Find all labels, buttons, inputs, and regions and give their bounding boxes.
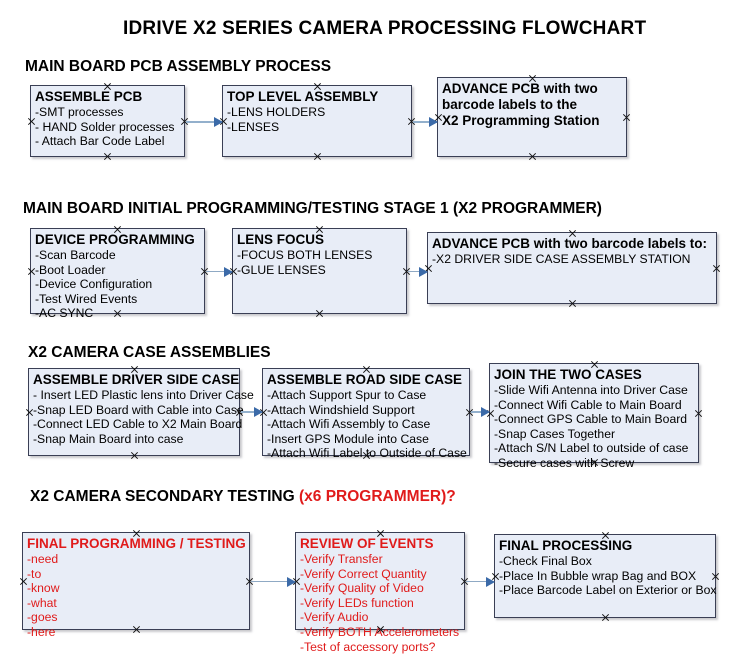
box-line: -SMT processes <box>35 105 124 119</box>
box-line: -know <box>27 581 60 596</box>
resize-handle-bottom[interactable] <box>130 451 139 460</box>
box-line: -Scan Barcode <box>35 248 116 262</box>
process-box-advance-pcb-to-driver-side-case-station[interactable]: ADVANCE PCB with two barcode labels to: … <box>427 232 717 304</box>
resize-handle-bottom[interactable] <box>601 613 610 622</box>
section-heading-main-board-initial-programming: MAIN BOARD INITIAL PROGRAMMING/TESTING S… <box>23 200 602 217</box>
section-heading-x2-camera-case-assemblies: X2 CAMERA CASE ASSEMBLIES <box>28 344 271 361</box>
box-title: TOP LEVEL ASSEMBLY <box>227 89 379 104</box>
resize-handle-bottom[interactable] <box>313 152 322 161</box>
box-line: -Secure cases with Screw <box>494 455 635 470</box>
process-box-assemble-driver-side-case[interactable]: ASSEMBLE DRIVER SIDE CASE - Insert LED P… <box>28 368 254 456</box>
connector-assemble-pcb-to-top-level <box>186 117 223 127</box>
box-line: -Device Configuration <box>35 277 153 292</box>
connector-lens-focus-to-advance-pcb-2 <box>408 267 428 277</box>
box-line: -Verify Quality of Video <box>300 581 424 596</box>
box-title: FINAL PROGRAMMING / TESTING <box>27 536 246 551</box>
box-title: ADVANCE PCB with two <box>442 81 598 96</box>
box-line: -Place In Bubble wrap Bag and BOX <box>499 568 697 583</box>
box-line: -Attach Wifi Label to Outside of Case <box>267 446 467 461</box>
box-line: -here <box>27 624 56 639</box>
box-line: - Attach Bar Code Label <box>35 134 165 149</box>
box-line: -Connect GPS Cable to Main Board <box>494 412 688 427</box>
box-line: -Insert GPS Module into Case <box>267 431 429 446</box>
process-box-device-programming[interactable]: DEVICE PROGRAMMING -Scan Barcode -Boot L… <box>30 228 205 320</box>
box-title: FINAL PROCESSING <box>499 538 633 553</box>
box-line: -GLUE LENSES <box>237 262 326 277</box>
box-line: -FOCUS BOTH LENSES <box>237 248 373 262</box>
box-line: -Verify LEDs function <box>300 595 414 610</box>
box-title: DEVICE PROGRAMMING <box>35 232 195 247</box>
box-line: -Verify BOTH Accelerometers <box>300 624 460 639</box>
process-box-final-processing[interactable]: FINAL PROCESSING -Check Final Box -Place… <box>494 534 716 618</box>
box-line: -Place Barcode Label on Exterior or Box <box>499 583 717 598</box>
resize-handle-bottom[interactable] <box>528 152 537 161</box>
box-line: -goes <box>27 610 58 625</box>
box-line: -AC SYNC <box>35 306 94 321</box>
box-line: -Snap LED Board with Cable into Case <box>33 402 244 417</box>
box-title: JOIN THE TWO CASES <box>494 367 642 382</box>
box-line: -Attach Support Spur to Case <box>267 388 427 402</box>
box-line: -Snap Cases Together <box>494 426 616 441</box>
box-line: -X2 DRIVER SIDE CASE ASSEMBLY STATION <box>432 252 691 266</box>
box-line: -LENSES <box>227 119 280 134</box>
process-box-assemble-road-side-case[interactable]: ASSEMBLE ROAD SIDE CASE -Attach Support … <box>262 368 470 460</box>
box-title: X2 Programming Station <box>442 113 600 128</box>
box-line: -Attach Wifi Assembly to Case <box>267 417 431 432</box>
process-box-advance-pcb-to-x2-programming-station[interactable]: ADVANCE PCB with two barcode labels to t… <box>437 77 627 157</box>
box-line: -LENS HOLDERS <box>227 105 326 119</box>
box-line: - Insert LED Plastic lens into Driver Ca… <box>33 388 254 402</box>
box-title: barcode labels to the <box>442 97 578 112</box>
document-title: IDRIVE X2 SERIES CAMERA PROCESSING FLOWC… <box>123 18 647 39</box>
resize-handle-bottom[interactable] <box>103 152 112 161</box>
process-box-review-of-events[interactable]: REVIEW OF EVENTS -Verify Transfer -Verif… <box>295 532 465 654</box>
resize-handle-bottom[interactable] <box>568 299 577 308</box>
box-line: -to <box>27 566 42 581</box>
box-title: ADVANCE PCB with two barcode labels to: <box>432 236 708 251</box>
section-heading-text: X2 CAMERA SECONDARY TESTING <box>30 488 299 505</box>
process-box-assemble-pcb[interactable]: ASSEMBLE PCB -SMT processes - HAND Solde… <box>30 85 185 157</box>
box-title: ASSEMBLE PCB <box>35 89 143 104</box>
section-heading-main-board-pcb-assembly: MAIN BOARD PCB ASSEMBLY PROCESS <box>25 58 332 75</box>
box-line: -Connect LED Cable to X2 Main Board <box>33 417 243 432</box>
box-title: ASSEMBLE DRIVER SIDE CASE <box>33 372 240 387</box>
box-line: -Boot Loader <box>35 262 106 277</box>
process-box-lens-focus[interactable]: LENS FOCUS -FOCUS BOTH LENSES -GLUE LENS… <box>232 228 407 314</box>
connector-review-to-final-processing <box>466 577 495 587</box>
box-title: ASSEMBLE ROAD SIDE CASE <box>267 372 463 387</box>
section-heading-red-suffix: (x6 PROGRAMMER)? <box>299 488 456 505</box>
box-line: -what <box>27 595 57 610</box>
box-line: -Verify Transfer <box>300 552 383 566</box>
connector-device-programming-to-lens-focus <box>206 267 233 277</box>
connector-driver-case-to-road-case <box>241 407 263 417</box>
box-line: -Attach Windshield Support <box>267 402 415 417</box>
box-line-overflow: -Test of accessory ports? <box>300 639 436 654</box>
process-box-join-the-two-cases[interactable]: JOIN THE TWO CASES -Slide Wifi Antenna i… <box>489 363 699 470</box>
box-line: -Attach S/N Label to outside of case <box>494 441 689 456</box>
box-line: -need <box>27 552 59 566</box>
box-line: -Test Wired Events <box>35 291 138 306</box>
box-line: -Verify Correct Quantity <box>300 566 427 581</box>
box-line: -Snap Main Board into case <box>33 431 184 446</box>
box-line: -Connect Wifi Cable to Main Board <box>494 397 682 412</box>
box-line: -Slide Wifi Antenna into Driver Case <box>494 383 688 397</box>
box-line: -Check Final Box <box>499 554 592 568</box>
connector-road-case-to-join-cases <box>471 407 490 417</box>
connector-final-programming-to-review <box>251 577 296 587</box>
box-line: - HAND Solder processes <box>35 119 175 134</box>
resize-handle-bottom[interactable] <box>315 309 324 318</box>
box-line: -Verify Audio <box>300 610 369 625</box>
process-box-top-level-assembly[interactable]: TOP LEVEL ASSEMBLY -LENS HOLDERS -LENSES <box>222 85 412 157</box>
section-heading-x2-camera-secondary-testing: X2 CAMERA SECONDARY TESTING (x6 PROGRAMM… <box>30 488 456 506</box>
box-title: REVIEW OF EVENTS <box>300 536 434 551</box>
connector-top-level-to-advance-pcb <box>413 117 438 127</box>
process-box-final-programming-testing[interactable]: FINAL PROGRAMMING / TESTING -need -to -k… <box>22 532 250 639</box>
box-title: LENS FOCUS <box>237 232 325 247</box>
